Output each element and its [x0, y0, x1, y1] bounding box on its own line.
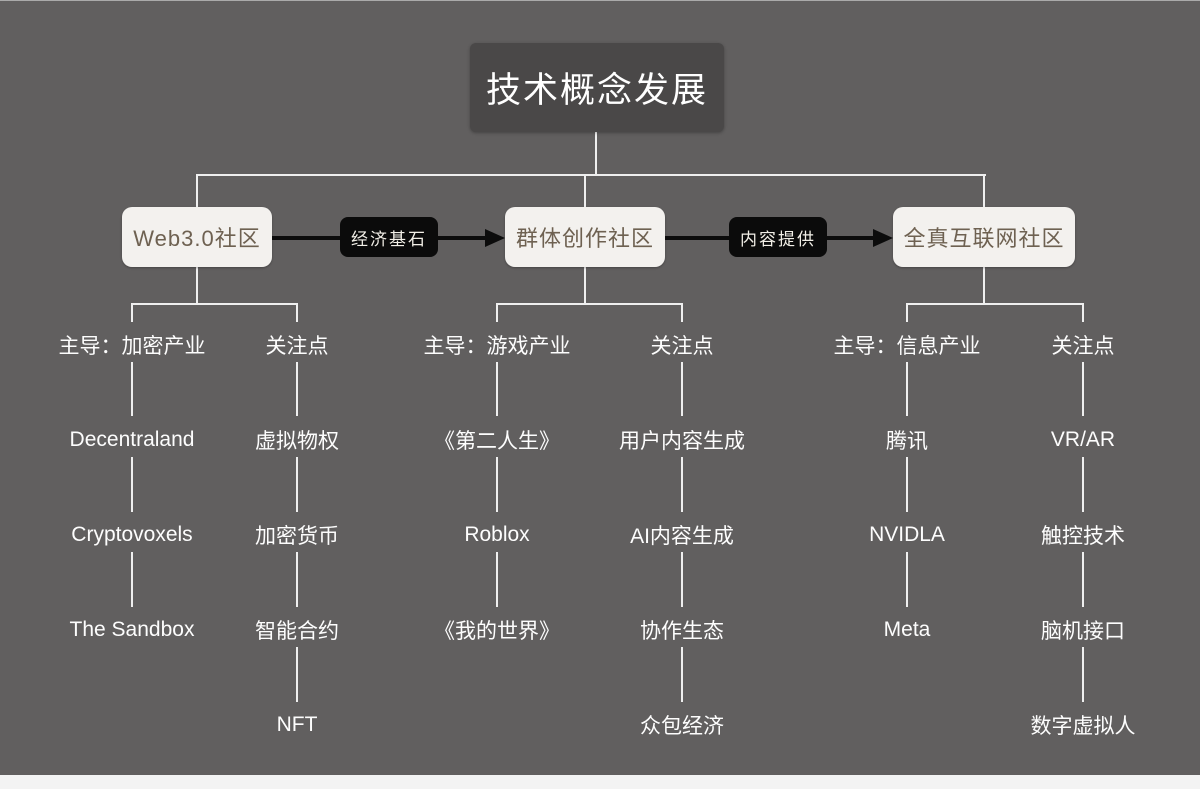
- column-header-lead-industry: 主导：信息产业: [833, 335, 981, 358]
- connector-line: [906, 552, 908, 607]
- connector-line: [1082, 303, 1084, 322]
- connector-line: [496, 303, 498, 322]
- connector-line: [1082, 552, 1084, 607]
- root-node: 技术概念发展: [470, 43, 724, 132]
- tree-leaf-item: 加密货币: [255, 525, 339, 548]
- connector-line: [681, 552, 683, 607]
- tree-leaf-item: 智能合约: [255, 620, 339, 643]
- connector-line: [196, 267, 198, 304]
- tree-leaf-item: 用户内容生成: [619, 430, 745, 453]
- column-header-lead-industry: 主导：加密产业: [58, 335, 206, 358]
- tree-leaf-item: NFT: [276, 713, 318, 736]
- tree-leaf-item: 协作生态: [640, 620, 724, 643]
- column-header-focus: 关注点: [1051, 335, 1115, 358]
- edge-label-content-supply: 内容提供: [729, 217, 827, 257]
- node-label: Web3.0社区: [133, 226, 261, 251]
- tree-leaf-item: AI内容生成: [630, 525, 734, 548]
- connector-line: [983, 267, 985, 304]
- connector-line: [296, 362, 298, 416]
- tree-leaf-item: Decentraland: [69, 428, 195, 451]
- node-web30-community: Web3.0社区: [122, 207, 272, 267]
- tree-leaf-item: 腾讯: [886, 430, 928, 453]
- tree-leaf-item: 脑机接口: [1041, 620, 1125, 643]
- connector-line: [681, 303, 683, 322]
- connector-hline: [907, 303, 1084, 305]
- connector-line: [131, 362, 133, 416]
- edge-label-economic-foundation: 经济基石: [340, 217, 438, 257]
- tree-leaf-item: The Sandbox: [69, 618, 195, 641]
- connector-line: [1082, 362, 1084, 416]
- connector-line: [584, 267, 586, 304]
- tree-leaf-item: 《我的世界》: [434, 620, 560, 643]
- tree-leaf-item: Meta: [883, 618, 931, 641]
- connector-hline: [196, 174, 986, 176]
- connector-line: [296, 647, 298, 702]
- tree-leaf-item: Roblox: [464, 523, 530, 546]
- connector-line: [906, 303, 908, 322]
- tree-leaf-item: VR/AR: [1050, 428, 1116, 451]
- node-full-real-internet-community: 全真互联网社区: [893, 207, 1075, 267]
- tree-leaf-item: 数字虚拟人: [1030, 715, 1136, 738]
- connector-line: [584, 174, 586, 207]
- connector-line: [296, 552, 298, 607]
- connector-line: [131, 303, 133, 322]
- connector-hline: [131, 303, 298, 305]
- connector-line: [131, 552, 133, 607]
- node-group-creation-community: 群体创作社区: [505, 207, 665, 267]
- connector-line: [296, 303, 298, 322]
- connector-line: [196, 174, 198, 207]
- connector-line: [681, 647, 683, 702]
- tree-leaf-item: 触控技术: [1041, 525, 1125, 548]
- tree-leaf-item: Cryptovoxels: [71, 523, 193, 546]
- connector-line: [131, 457, 133, 512]
- connector-line: [1082, 457, 1084, 512]
- connector-line: [296, 457, 298, 512]
- connector-line: [983, 174, 985, 207]
- arrow-right-icon: [873, 229, 893, 247]
- node-label: 群体创作社区: [515, 226, 654, 251]
- connector-line: [681, 457, 683, 512]
- connector-line: [681, 362, 683, 416]
- edge-label-text: 经济基石: [351, 229, 427, 249]
- node-label: 全真互联网社区: [903, 226, 1065, 251]
- column-header-focus: 关注点: [650, 335, 714, 358]
- arrow-right-icon: [485, 229, 505, 247]
- tree-leaf-item: 众包经济: [640, 715, 724, 738]
- footer-strip: [0, 775, 1200, 789]
- connector-line: [1082, 647, 1084, 702]
- tree-leaf-item: 虚拟物权: [255, 430, 339, 453]
- connector-line: [906, 362, 908, 416]
- root-node-label: 技术概念发展: [485, 71, 708, 110]
- tree-leaf-item: NVIDLA: [869, 523, 945, 546]
- column-header-focus: 关注点: [265, 335, 329, 358]
- edge-label-text: 内容提供: [740, 229, 816, 249]
- connector-line: [595, 132, 597, 176]
- top-border-line: [0, 0, 1200, 1]
- connector-line: [906, 457, 908, 512]
- connector-line: [496, 362, 498, 416]
- connector-line: [496, 552, 498, 607]
- column-header-lead-industry: 主导：游戏产业: [423, 335, 571, 358]
- tree-leaf-item: 《第二人生》: [434, 430, 560, 453]
- connector-line: [496, 457, 498, 512]
- connector-hline: [497, 303, 683, 305]
